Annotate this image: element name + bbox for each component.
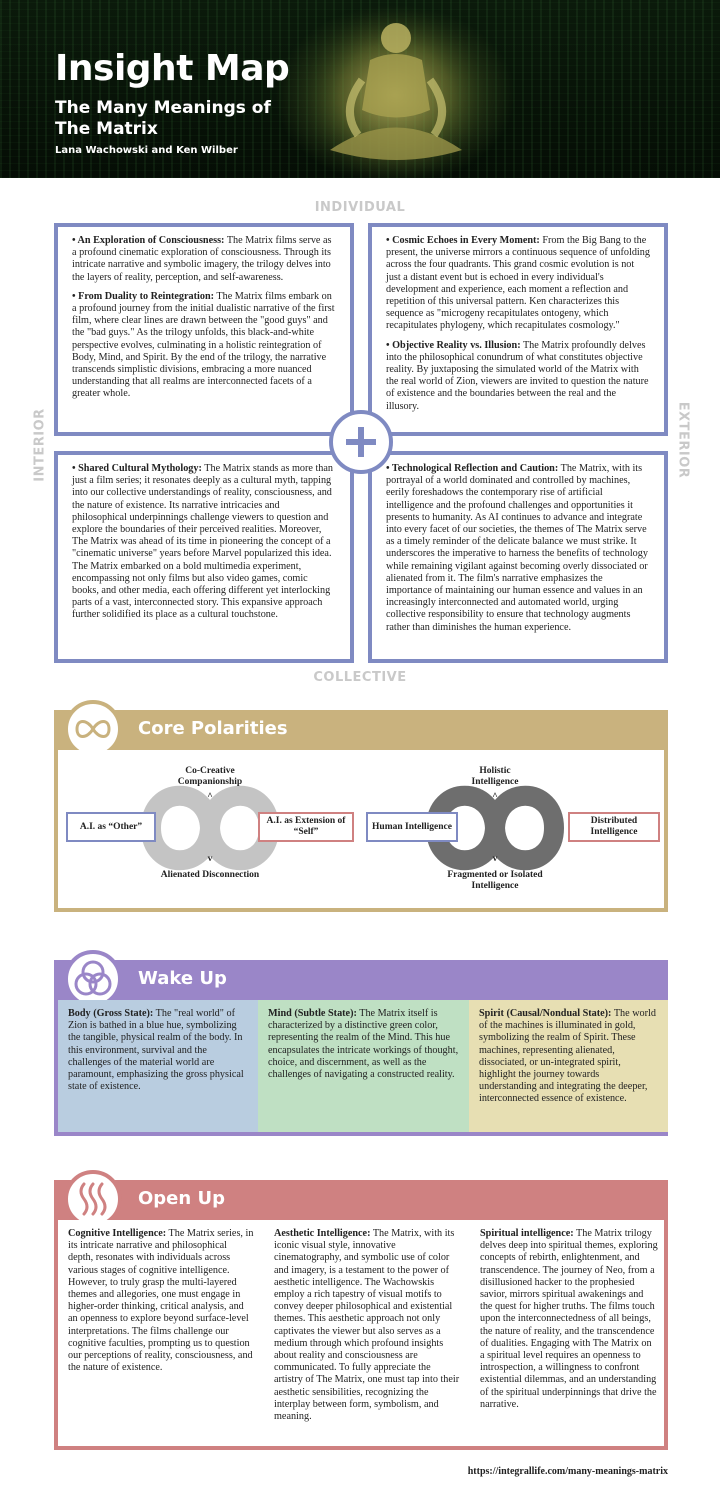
- spirit-state-column: Spirit (Causal/Nondual State): The world…: [469, 1000, 668, 1132]
- quadrant-upper-left: • An Exploration of Consciousness: The M…: [54, 223, 354, 436]
- polarity-top-label: Co-Creative Companionship: [177, 766, 243, 787]
- quadrant-point: • From Duality to Reintegration: The Mat…: [72, 290, 335, 400]
- caret-down-icon: v: [492, 854, 498, 864]
- mind-state-column: Mind (Subtle State): The Matrix itself i…: [258, 1000, 469, 1132]
- waves-icon: [64, 1170, 122, 1228]
- polarity-bottom-label: Fragmented or Isolated Intelligence: [447, 870, 543, 891]
- cognitive-intelligence-column: Cognitive Intelligence: The Matrix serie…: [68, 1228, 254, 1374]
- section-header-bar: [54, 710, 668, 750]
- axis-label-individual: INDIVIDUAL: [314, 200, 406, 215]
- polarity-diagram: Co-Creative Companionship ^ v Alienated …: [54, 750, 668, 912]
- page-title: Insight Map: [55, 48, 290, 89]
- caret-up-icon: ^: [492, 792, 498, 802]
- axis-label-interior: INTERIOR: [32, 408, 48, 482]
- aesthetic-intelligence-column: Aesthetic Intelligence: The Matrix, with…: [274, 1228, 460, 1423]
- polarity-right-box: Distributed Intelligence: [568, 812, 660, 842]
- quadrant-lower-left: • Shared Cultural Mythology: The Matrix …: [54, 451, 354, 663]
- quadrant-point: • Objective Reality vs. Illusion: The Ma…: [386, 339, 649, 412]
- wake-up-columns: Body (Gross State): The "real world" of …: [54, 1000, 668, 1136]
- section-header-bar: [54, 960, 668, 1000]
- caret-down-icon: v: [207, 854, 213, 864]
- axis-label-collective: COLLECTIVE: [313, 670, 407, 685]
- meditating-figure-image: [303, 9, 487, 178]
- header-banner: Insight Map The Many Meanings of The Mat…: [0, 0, 720, 178]
- infinity-loop-left: [140, 785, 280, 871]
- wake-up-section: Wake Up Body (Gross State): The "real wo…: [54, 950, 668, 1136]
- quadrant-lower-right: • Technological Reflection and Caution: …: [368, 451, 668, 663]
- authors: Lana Wachowski and Ken Wilber: [55, 145, 238, 156]
- polarity-top-label: Holistic Intelligence: [471, 766, 519, 787]
- open-up-section: Open Up Cognitive Intelligence: The Matr…: [54, 1170, 668, 1450]
- polarity-left-box: A.I. as “Other”: [66, 812, 156, 842]
- section-title: Core Polarities: [138, 718, 288, 739]
- caret-up-icon: ^: [207, 792, 213, 802]
- page-subtitle: The Many Meanings of The Matrix: [55, 98, 271, 139]
- quadrant-point: • Technological Reflection and Caution: …: [386, 463, 648, 633]
- source-url[interactable]: https://integrallife.com/many-meanings-m…: [467, 1466, 668, 1477]
- spiritual-intelligence-column: Spiritual intelligence: The Matrix trilo…: [480, 1228, 658, 1410]
- axis-label-exterior: EXTERIOR: [675, 401, 691, 479]
- infinity-loop-right: [425, 785, 565, 871]
- polarity-bottom-label: Alienated Disconnection: [160, 870, 260, 880]
- quadrant-point: • Cosmic Echoes in Every Moment: From th…: [386, 235, 650, 332]
- polarity-left-box: Human Intelligence: [366, 812, 458, 842]
- plus-icon: [329, 410, 393, 474]
- section-title: Wake Up: [138, 968, 227, 989]
- infinity-icon: [64, 700, 122, 758]
- core-polarities-section: Core Polarities Co-Creative Companionshi…: [54, 700, 668, 912]
- quadrant-upper-right: • Cosmic Echoes in Every Moment: From th…: [368, 223, 668, 436]
- body-state-column: Body (Gross State): The "real world" of …: [58, 1000, 258, 1132]
- quadrant-point: • An Exploration of Consciousness: The M…: [72, 235, 332, 283]
- section-header-bar: [54, 1180, 668, 1220]
- section-title: Open Up: [138, 1188, 225, 1209]
- open-up-columns: Cognitive Intelligence: The Matrix serie…: [54, 1220, 668, 1450]
- quadrant-point: • Shared Cultural Mythology: The Matrix …: [72, 463, 333, 621]
- polarity-right-box: A.I. as Extension of “Self”: [258, 812, 354, 842]
